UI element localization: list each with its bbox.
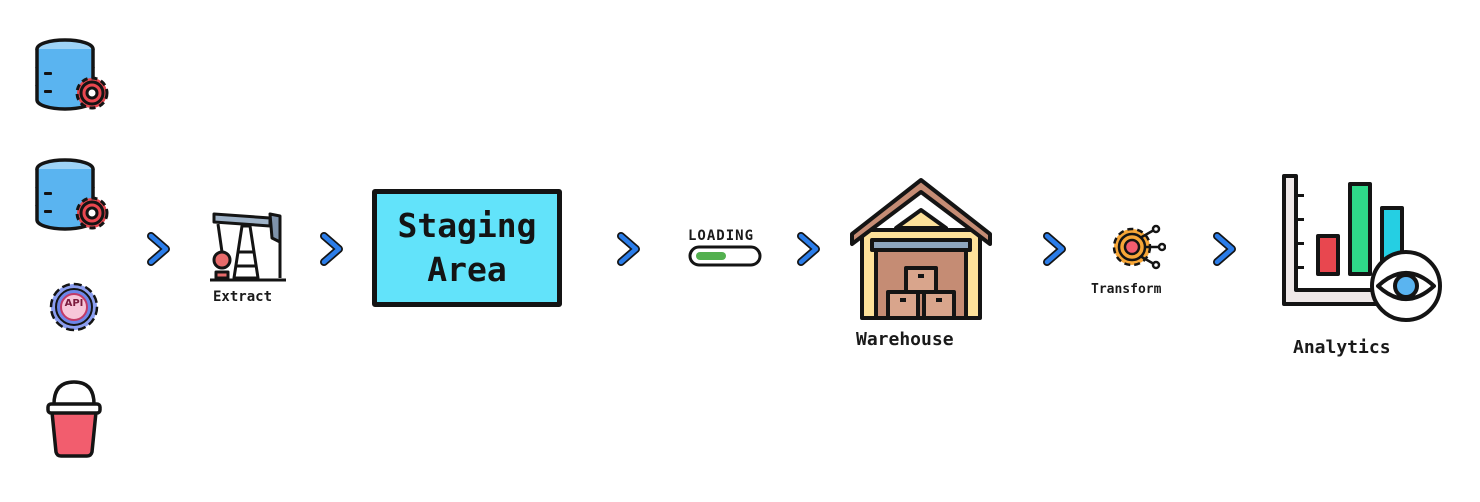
chevron-right-icon [320,232,343,266]
chevron-right-icon [1043,232,1066,266]
chevron-right-icon [147,232,170,266]
bucket-icon [46,380,102,458]
database-gear-icon [35,158,109,231]
staging-area-title-line1: Staging [397,206,537,245]
chevron-right-icon [1213,232,1236,266]
transform-label: Transform [1091,282,1162,297]
oil-pump-icon [210,212,286,282]
chevron-right-icon [797,232,820,266]
database-gear-icon [35,38,109,111]
chevron-right-icon [617,232,640,266]
api-label: API [64,298,84,309]
bar-chart-eye-icon [1282,174,1442,322]
gear-circuit-icon [1112,224,1166,270]
staging-area-title-line2: Area [427,250,507,289]
staging-area-box: Staging Area [372,189,562,307]
extract-label: Extract [213,289,273,305]
analytics-label: Analytics [1293,337,1391,358]
loading-label: LOADING [688,228,755,244]
loading-bar-icon [688,245,762,267]
warehouse-label: Warehouse [856,329,954,350]
warehouse-icon [850,178,992,320]
api-gear-icon: API [48,281,100,333]
